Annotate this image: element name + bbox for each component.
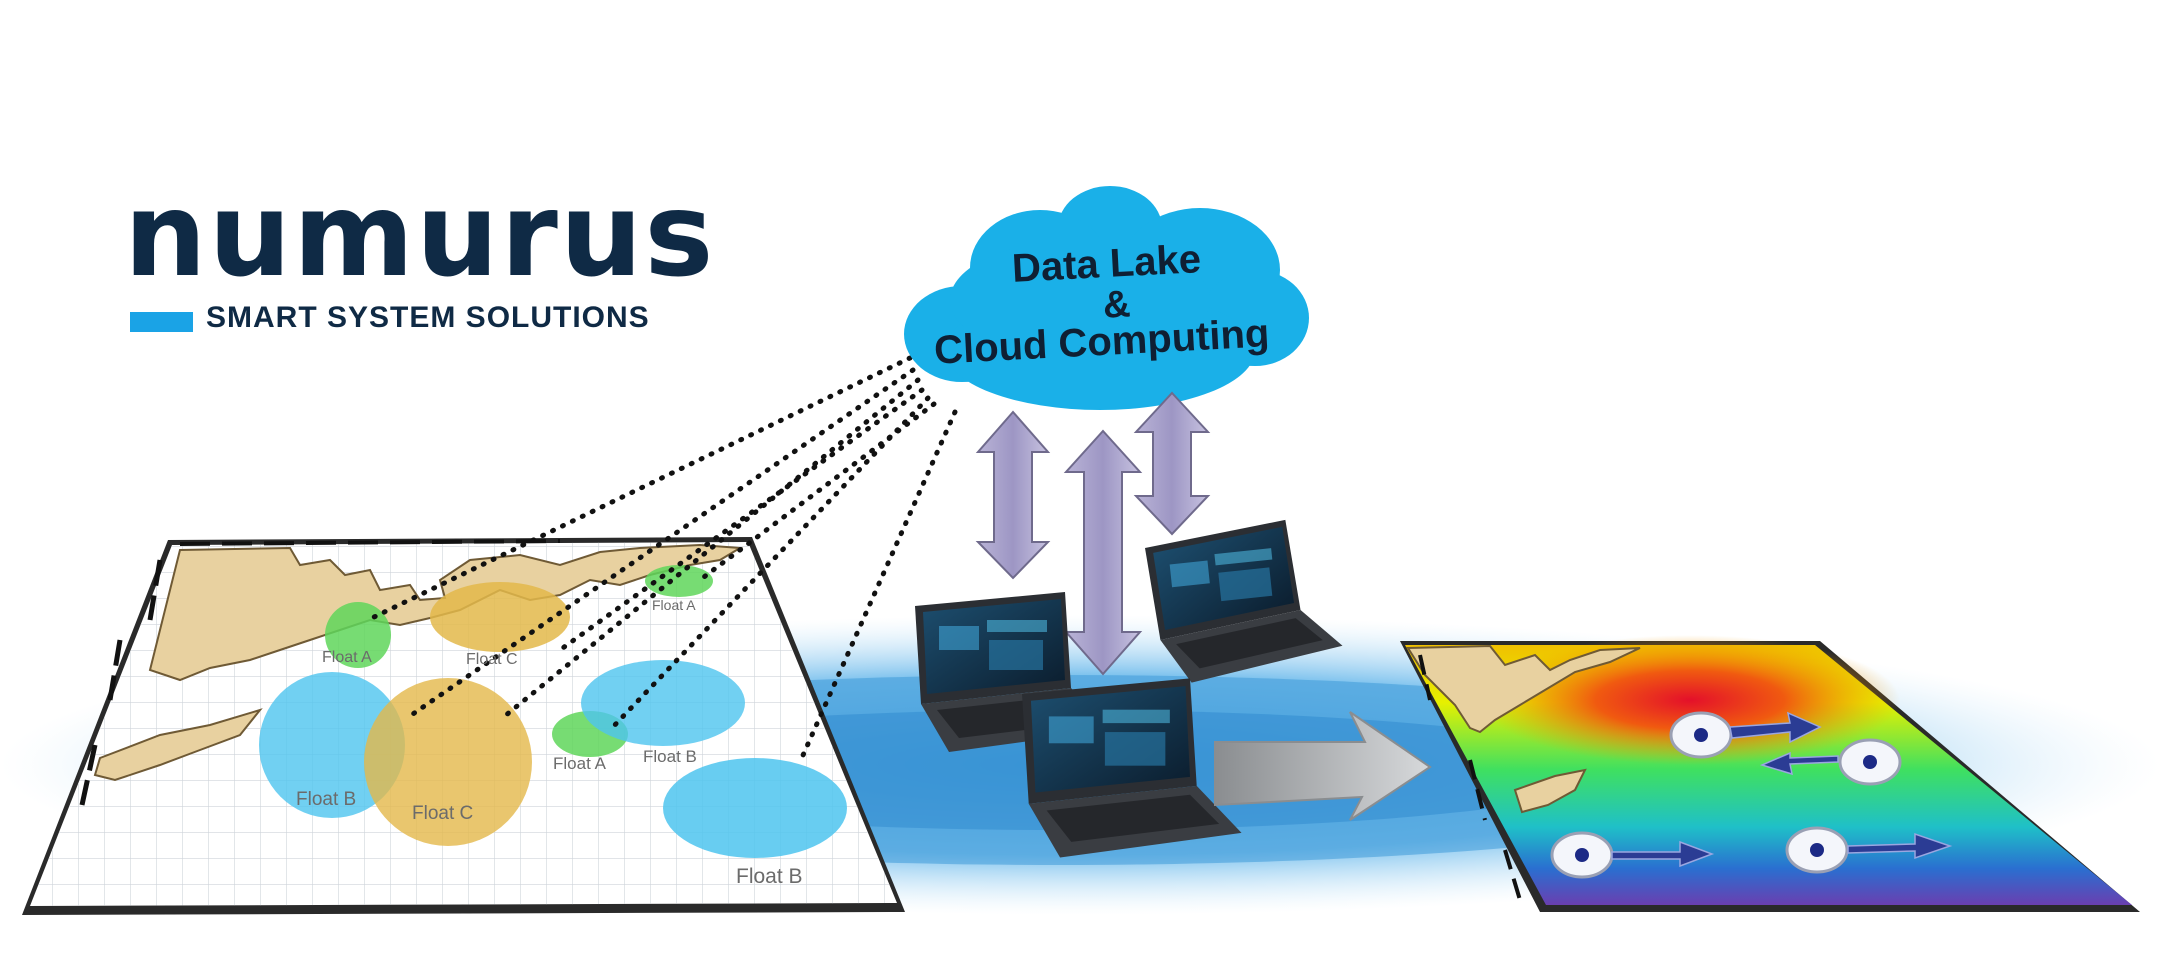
arrow-right-icon (1214, 711, 1432, 821)
cloud-label-line-1: Data Lake (1010, 237, 1203, 291)
float-label: Float A (553, 754, 606, 773)
float-label: Float A (652, 597, 696, 613)
logo-accent-bar (130, 312, 193, 332)
company-tagline: SMART SYSTEM SOLUTIONS (206, 301, 650, 334)
float-label: Float B (643, 747, 697, 766)
data-links (369, 355, 958, 765)
survey-map (22, 537, 905, 915)
double-arrow-icon (975, 391, 1211, 676)
float-c-circle (430, 582, 570, 652)
float-label: Float C (466, 651, 518, 668)
float-b-circle (663, 758, 847, 858)
company-wordmark: numurus (124, 168, 716, 303)
float-coverage-circles (259, 565, 847, 858)
float-c-circle (364, 678, 532, 846)
float-label: Float A (322, 649, 372, 666)
cloud-icon (904, 186, 1309, 410)
float-label: Float B (296, 789, 357, 810)
current-arrows (1611, 711, 1953, 868)
float-b-circle (581, 660, 745, 746)
float-label: Float B (736, 865, 803, 888)
heat-map (1400, 635, 2140, 912)
float-label: Float C (412, 803, 474, 824)
